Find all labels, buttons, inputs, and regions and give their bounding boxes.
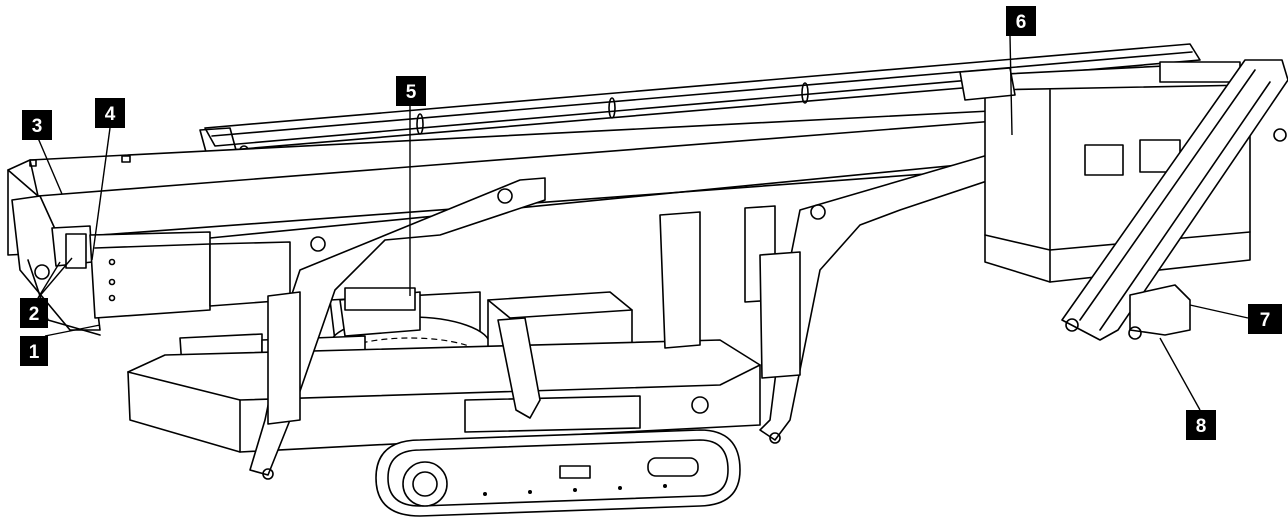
callout-1: 1 [20,324,101,366]
jib-arm [1061,59,1288,341]
callout-8-label: 8 [1196,416,1207,437]
callout-4: 4 [91,98,125,261]
callout-2-label: 2 [29,304,40,325]
callout-6: 6 [1006,6,1036,136]
rear-control-panel [11,195,291,336]
callout-3-label: 3 [32,116,43,137]
callout-6-label: 6 [1016,12,1027,33]
callout-4-label: 4 [105,104,116,125]
callout-5: 5 [396,76,426,296]
telescopic-boom [199,43,1201,155]
callout-2: 2 [20,257,73,328]
callout-8: 8 [1159,337,1216,440]
callout-5-label: 5 [406,82,417,103]
callout-3: 3 [22,110,63,195]
left-outrigger [249,177,546,480]
callout-7-label: 7 [1260,310,1271,331]
callout-7: 7 [1189,304,1282,334]
callout-1-label: 1 [29,342,40,363]
right-outrigger [659,149,1021,444]
crawler-track [375,429,741,517]
